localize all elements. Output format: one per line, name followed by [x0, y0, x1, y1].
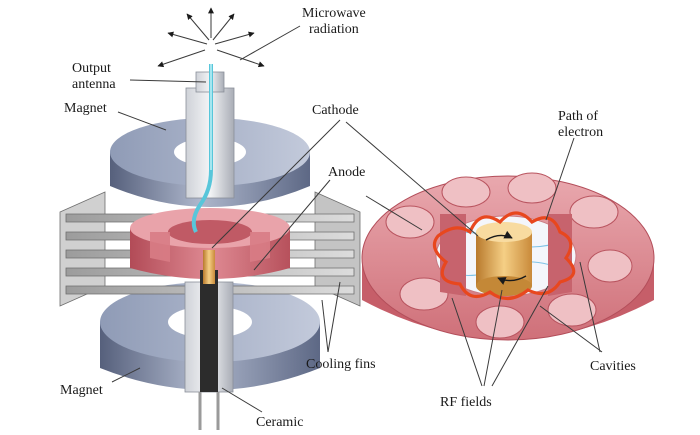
radiation-arrows — [157, 7, 265, 68]
label-cooling-fins: Cooling fins — [306, 357, 376, 372]
label-output-antenna-2: antenna — [72, 77, 116, 92]
electron-arrows — [485, 230, 527, 285]
cathode-stem — [184, 250, 234, 430]
disk-cavities — [385, 172, 633, 339]
cut-block — [440, 214, 466, 296]
label-magnet-top: Magnet — [64, 101, 107, 116]
label-microwave-radiation-2: radiation — [309, 22, 359, 37]
output-post — [185, 64, 235, 233]
labels: Microwave radiation Output antenna Magne… — [60, 6, 636, 430]
electron-path — [432, 211, 576, 301]
label-rf-fields: RF fields — [440, 395, 492, 410]
label-cavities: Cavities — [590, 359, 636, 374]
label-magnet-bottom: Magnet — [60, 383, 103, 398]
label-path-of-electron-2: electron — [558, 125, 603, 140]
label-output-antenna-1: Output — [72, 61, 111, 76]
disk-cathode — [476, 222, 532, 296]
label-anode: Anode — [328, 165, 365, 180]
label-ceramic: Ceramic — [256, 415, 303, 430]
leader-lines — [111, 25, 603, 413]
label-microwave-radiation-1: Microwave — [302, 6, 366, 21]
label-cathode: Cathode — [312, 103, 359, 118]
label-path-of-electron-1: Path of — [558, 109, 598, 124]
